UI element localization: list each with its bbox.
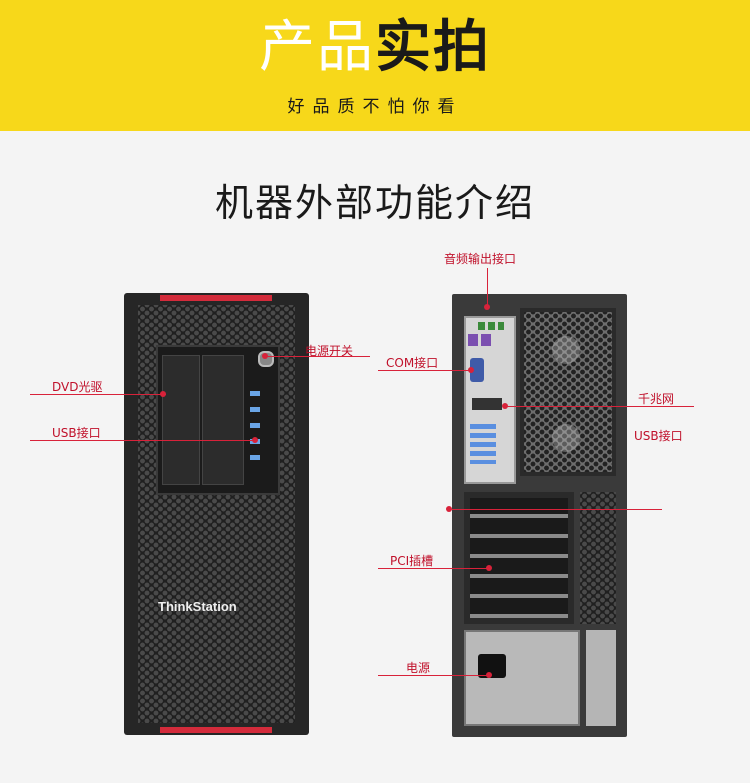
rear-fan-grille [520,308,616,476]
label-front-usb: USB接口 [52,426,101,440]
label-com-port: COM接口 [386,356,439,370]
front-usb-ports [250,383,260,467]
dvd-drive [162,355,200,485]
front-tower-image: ThinkStation [124,293,309,735]
banner-title-light: 产品 [259,15,375,80]
banner-title-bold: 实拍 [375,15,491,80]
label-rear-usb: USB接口 [634,429,683,443]
header-banner: 产品实拍 好品质不怕你看 [0,0,750,131]
power-socket [478,654,506,678]
power-supply [464,630,580,726]
label-audio-out: 音频输出接口 [444,252,517,266]
label-pci-slots: PCI插槽 [390,554,434,568]
banner-title: 产品实拍 [0,16,750,80]
section-title: 机器外部功能介绍 [214,181,535,225]
thinkstation-logo: ThinkStation [158,599,237,614]
label-dvd-drive: DVD光驱 [52,380,103,394]
rear-tower-image [452,294,627,737]
label-power: 电源 [406,661,431,675]
label-power-switch: 电源开关 [305,344,354,358]
banner-subtitle: 好品质不怕你看 [287,97,463,117]
label-gigabit-lan: 千兆网 [638,392,675,406]
